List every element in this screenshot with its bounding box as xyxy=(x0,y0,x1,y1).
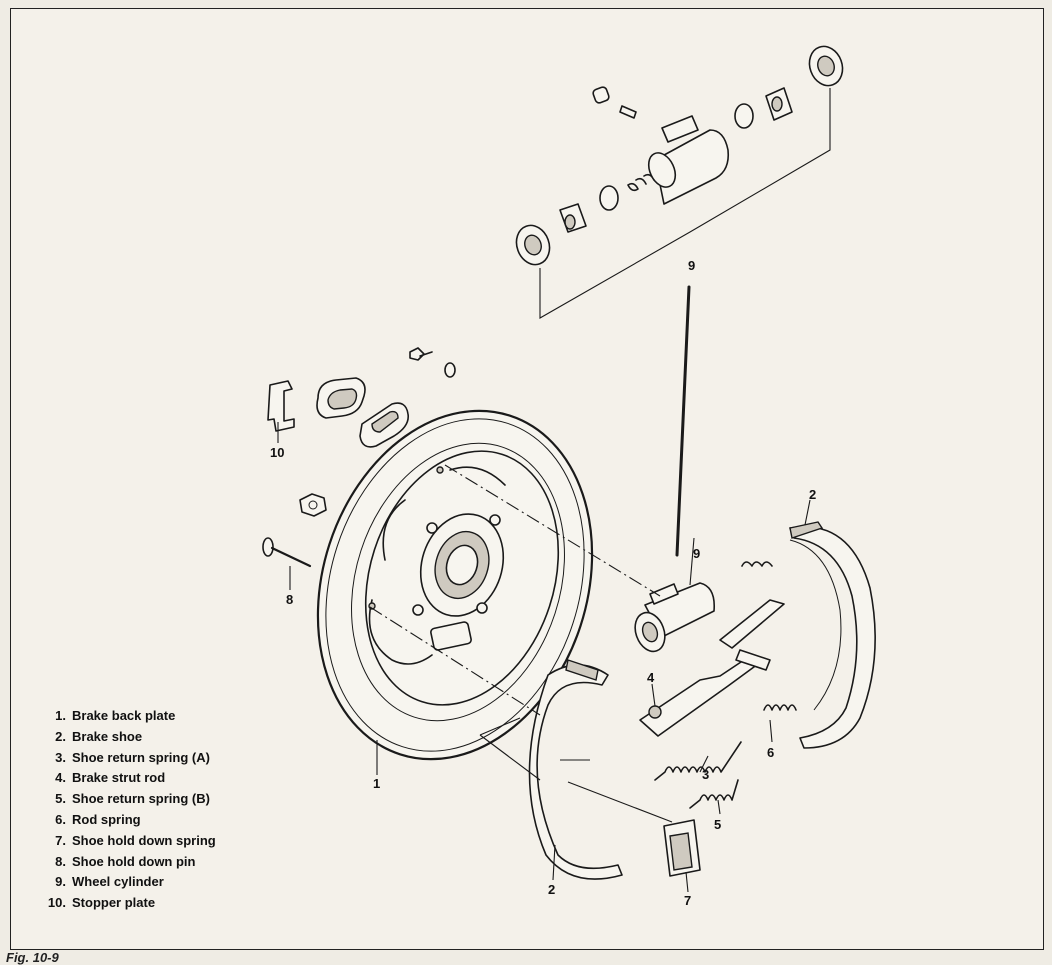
callout-1: 1 xyxy=(373,776,380,791)
shoe-return-spring-b xyxy=(689,779,739,809)
parts-legend: 1. Brake back plate 2. Brake shoe 3. Shoe ret… xyxy=(40,706,216,914)
legend-number: 4. xyxy=(55,770,66,786)
callout-7: 7 xyxy=(684,893,691,908)
shoe-hold-down-spring xyxy=(663,819,701,877)
brake-strut-rod xyxy=(639,599,785,737)
callout-9-lower: 9 xyxy=(693,546,700,561)
legend-number: 3. xyxy=(55,749,66,765)
legend-item: 6. Rod spring xyxy=(40,810,216,831)
legend-number: 5. xyxy=(55,791,66,807)
brake-back-plate xyxy=(316,409,594,761)
brake-shoe-right xyxy=(789,521,876,749)
legend-number: 6. xyxy=(55,811,66,827)
legend-label: Rod spring xyxy=(72,811,141,827)
legend-number: 7. xyxy=(55,832,66,848)
legend-label: Wheel cylinder xyxy=(72,874,164,890)
legend-label: Shoe hold down pin xyxy=(72,853,196,869)
seal-plug-left xyxy=(316,377,366,419)
legend-item: 9. Wheel cylinder xyxy=(40,872,216,893)
legend-item: 4. Brake strut rod xyxy=(40,768,216,789)
callout-9-upper: 9 xyxy=(688,258,695,273)
callout-5: 5 xyxy=(714,817,721,832)
wheel-cylinder-exploded xyxy=(515,45,844,319)
hub-nut xyxy=(299,493,327,517)
legend-number: 2. xyxy=(55,728,66,744)
callout-3: 3 xyxy=(702,767,709,782)
legend-number: 9. xyxy=(55,874,66,890)
legend-label: Shoe hold down spring xyxy=(72,832,216,848)
legend-number: 10. xyxy=(47,895,66,911)
rod-spring xyxy=(763,704,797,711)
callout-6: 6 xyxy=(767,745,774,760)
legend-item: 8. Shoe hold down pin xyxy=(40,852,216,873)
legend-label: Brake back plate xyxy=(72,708,176,723)
shoe-hold-down-pin xyxy=(262,537,312,568)
wheel-cylinder xyxy=(444,464,716,653)
legend-item: 5. Shoe return spring (B) xyxy=(40,789,216,810)
legend-label: Brake shoe xyxy=(72,728,143,744)
seal-plug-right xyxy=(359,402,410,448)
legend-number: 8. xyxy=(55,853,66,869)
legend-item: 7. Shoe hold down spring xyxy=(40,831,216,852)
legend-item: 10. Stopper plate xyxy=(40,893,216,914)
legend-label: Stopper plate xyxy=(72,895,156,911)
legend-label: Brake strut rod xyxy=(72,770,166,786)
stopper-plate xyxy=(267,380,295,432)
washer xyxy=(444,362,456,378)
callout-2-right: 2 xyxy=(809,487,816,502)
legend-item: 3. Shoe return spring (A) xyxy=(40,748,216,769)
legend-item: 1. Brake back plate xyxy=(40,706,216,727)
brake-shoe-left xyxy=(479,659,623,880)
callout-4: 4 xyxy=(647,670,655,685)
shoe-return-spring-a xyxy=(654,741,742,781)
spring-small-top xyxy=(741,561,773,567)
callout-8: 8 xyxy=(286,592,293,607)
figure-caption: Fig. 10-9 xyxy=(6,950,59,965)
callout-2-left: 2 xyxy=(548,882,555,897)
legend-label: Shoe return spring (B) xyxy=(72,791,210,807)
legend-item: 2. Brake shoe xyxy=(40,727,216,748)
bleeder-bolt xyxy=(409,347,433,361)
legend-number: 1. xyxy=(55,708,66,723)
legend-label: Shoe return spring (A) xyxy=(72,749,210,765)
callout-10: 10 xyxy=(270,445,284,460)
